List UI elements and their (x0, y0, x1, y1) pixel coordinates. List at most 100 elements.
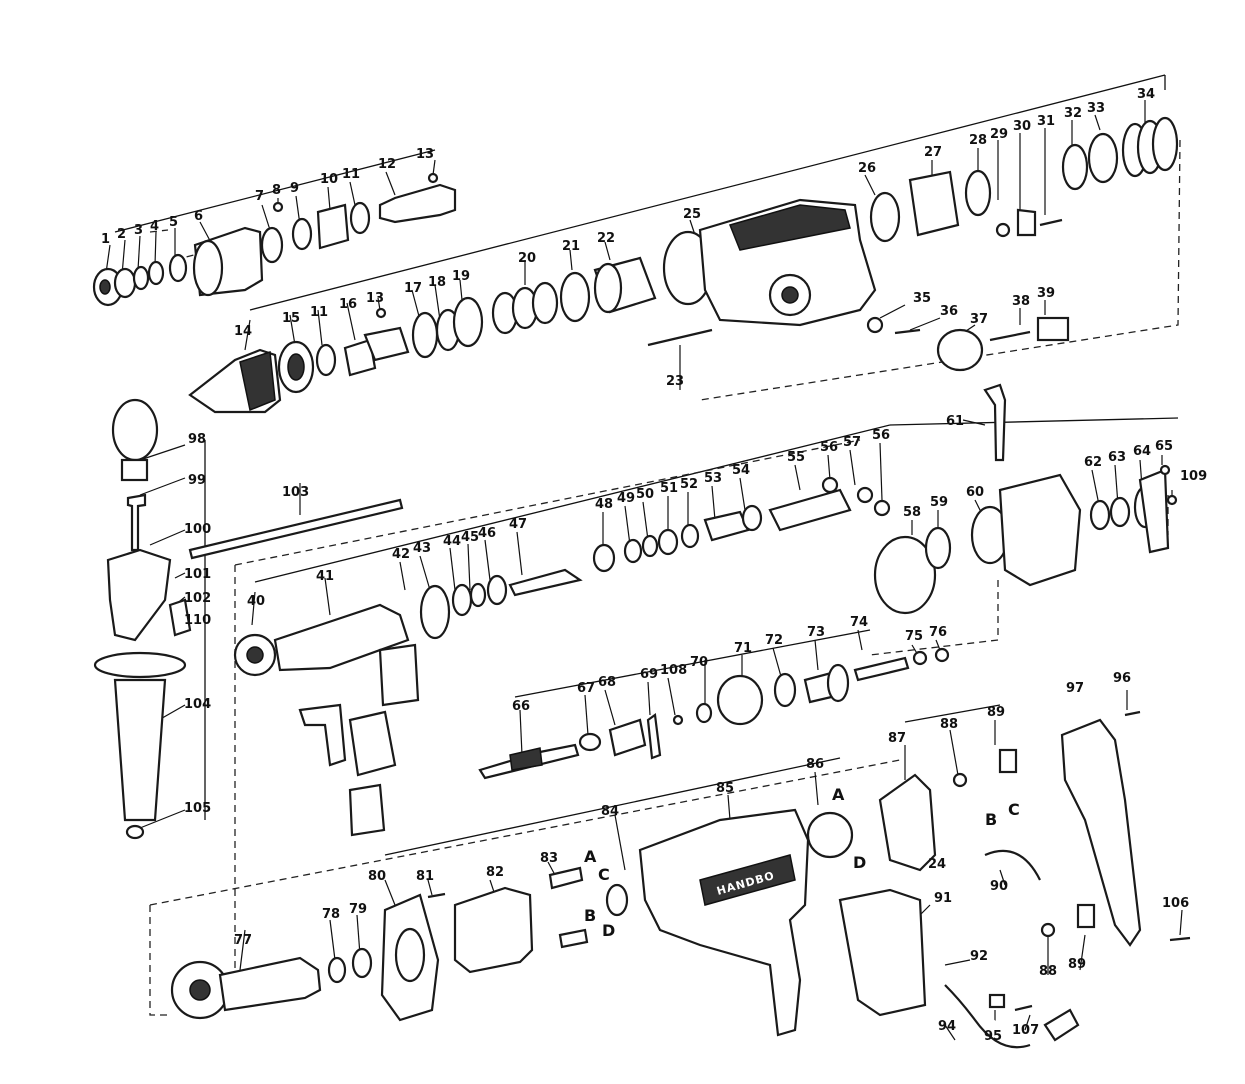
callout-96: 96 (1113, 671, 1131, 686)
callout-4: 4 (150, 219, 159, 234)
callout-60: 60 (966, 485, 984, 500)
callout-94: 94 (938, 1019, 956, 1034)
callout-3: 3 (134, 223, 143, 238)
row3-shaft-group (233, 383, 1178, 677)
callout-13: 13 (416, 147, 434, 162)
callout-22: 22 (597, 231, 615, 246)
callout-91: 91 (934, 891, 952, 906)
callout-89b: 89 (1068, 957, 1086, 972)
row2-gear-housing-group (188, 116, 1179, 414)
callout-1: 1 (101, 232, 110, 247)
side-handle-group (93, 398, 404, 840)
callout-35: 35 (913, 291, 931, 306)
letter-B-1: B (584, 906, 596, 925)
callout-15: 15 (282, 311, 300, 326)
callout-5: 5 (169, 215, 178, 230)
letter-C-1: C (598, 865, 610, 884)
callout-72: 72 (765, 633, 783, 648)
callout-21: 21 (562, 239, 580, 254)
callout-64: 64 (1133, 444, 1151, 459)
callout-74: 74 (850, 615, 868, 630)
callout-81: 81 (416, 869, 434, 884)
callout-107: 107 (1012, 1023, 1039, 1038)
callout-38: 38 (1012, 294, 1030, 309)
callout-25: 25 (683, 207, 701, 222)
row5-motor-group: HANDBO (170, 710, 1191, 1049)
callout-92: 92 (970, 949, 988, 964)
callout-71: 71 (734, 641, 752, 656)
callout-16: 16 (339, 297, 357, 312)
callout-numbers: 1 2 3 4 5 6 7 8 9 10 11 12 13 14 15 11 1… (101, 87, 1207, 1044)
callout-20: 20 (518, 251, 536, 266)
callout-108: 108 (660, 663, 687, 678)
callout-98: 98 (188, 432, 206, 447)
callout-83: 83 (540, 851, 558, 866)
callout-45: 45 (461, 530, 479, 545)
connection-letters: A D A C B D B C (584, 785, 1020, 940)
callout-40: 40 (247, 594, 265, 609)
callout-50: 50 (636, 487, 654, 502)
letter-A-1: A (832, 785, 845, 804)
callout-24: 24 (928, 857, 946, 872)
callout-29: 29 (990, 127, 1008, 142)
callout-102: 102 (184, 591, 211, 606)
callout-44: 44 (443, 534, 461, 549)
callout-2: 2 (117, 227, 126, 242)
callout-88: 88 (940, 717, 958, 732)
callout-guide-lines (114, 74, 1179, 856)
callout-41: 41 (316, 569, 334, 584)
callout-87: 87 (888, 731, 906, 746)
callout-42: 42 (392, 547, 410, 562)
callout-106: 106 (1162, 896, 1189, 911)
callout-43: 43 (413, 541, 431, 556)
callout-49: 49 (617, 491, 635, 506)
callout-79: 79 (349, 902, 367, 917)
letter-D-1: D (853, 853, 866, 872)
callout-18: 18 (428, 275, 446, 290)
callout-75: 75 (905, 629, 923, 644)
callout-8: 8 (272, 183, 281, 198)
callout-110: 110 (184, 613, 211, 628)
callout-34: 34 (1137, 87, 1155, 102)
callout-55: 55 (787, 450, 805, 465)
callout-104: 104 (184, 697, 211, 712)
letter-C-2: C (1008, 800, 1020, 819)
callout-90: 90 (990, 879, 1008, 894)
row1-chuck-group (92, 172, 457, 307)
callout-89: 89 (987, 705, 1005, 720)
callout-10: 10 (320, 172, 338, 187)
callout-56: 56 (820, 440, 838, 455)
callout-14: 14 (234, 324, 252, 339)
callout-27: 27 (924, 145, 942, 160)
callout-31: 31 (1037, 114, 1055, 129)
callout-30: 30 (1013, 119, 1031, 134)
callout-70: 70 (690, 655, 708, 670)
callout-77: 77 (234, 933, 252, 948)
callout-9: 9 (290, 181, 299, 196)
callout-73: 73 (807, 625, 825, 640)
callout-19: 19 (452, 269, 470, 284)
callout-46: 46 (478, 526, 496, 541)
callout-58: 58 (903, 505, 921, 520)
callout-57: 57 (843, 435, 861, 450)
callout-68: 68 (598, 675, 616, 690)
callout-17: 17 (404, 281, 422, 296)
callout-12: 12 (378, 157, 396, 172)
letter-D-2: D (602, 921, 615, 940)
callout-32: 32 (1064, 106, 1082, 121)
callout-13b: 13 (366, 291, 384, 306)
callout-62: 62 (1084, 455, 1102, 470)
callout-53: 53 (704, 471, 722, 486)
callout-97: 97 (1066, 681, 1084, 696)
callout-86: 86 (806, 757, 824, 772)
callout-28: 28 (969, 133, 987, 148)
callout-109: 109 (1180, 469, 1207, 484)
callout-6: 6 (194, 209, 203, 224)
callout-26: 26 (858, 161, 876, 176)
callout-82: 82 (486, 865, 504, 880)
callout-105: 105 (184, 801, 211, 816)
callout-99: 99 (188, 473, 206, 488)
callout-48: 48 (595, 497, 613, 512)
callout-37: 37 (970, 312, 988, 327)
